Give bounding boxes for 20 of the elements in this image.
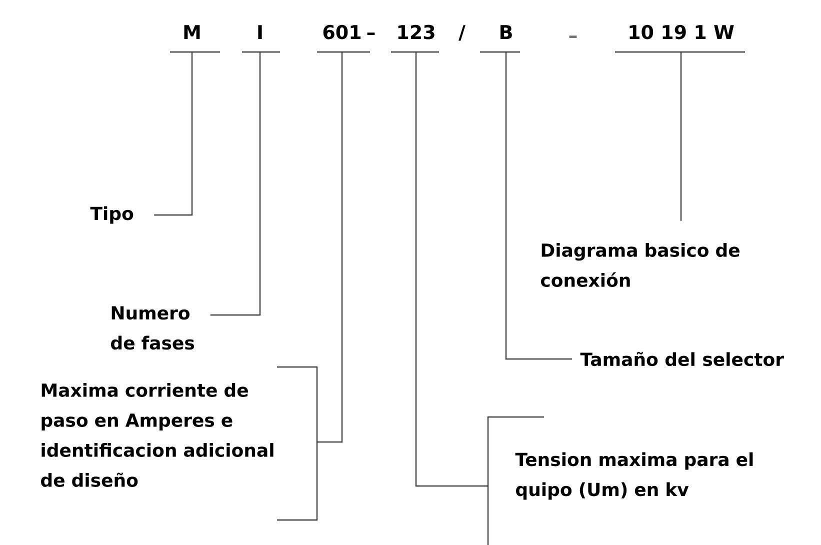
part-label: Tipo	[90, 206, 134, 224]
separator: –	[367, 32, 375, 35]
part-label: Numero de fases	[111, 306, 194, 350]
leader-line	[415, 52, 488, 487]
code-segment: 123	[391, 24, 439, 53]
part-label: Diagrama basico de conexión	[540, 243, 740, 287]
leader-line	[505, 52, 572, 360]
code-segment: I	[242, 25, 280, 53]
leader-line	[680, 52, 682, 221]
part-label: Tamaño del selector	[580, 352, 784, 366]
part-label: Maxima corriente de paso en Amperes e identificacion adicional de diseño	[41, 383, 274, 487]
leader-line	[154, 52, 193, 216]
part-label: Tension maxima para el quipo (Um) en kv	[515, 452, 753, 500]
leader-line	[317, 52, 343, 443]
code-segment: B	[480, 25, 520, 53]
separator: /	[458, 25, 466, 41]
code-segment: M	[170, 25, 220, 53]
leader-line	[210, 52, 261, 316]
separator: –	[569, 36, 577, 38]
code-segment: 10 19 1 W	[615, 24, 745, 53]
